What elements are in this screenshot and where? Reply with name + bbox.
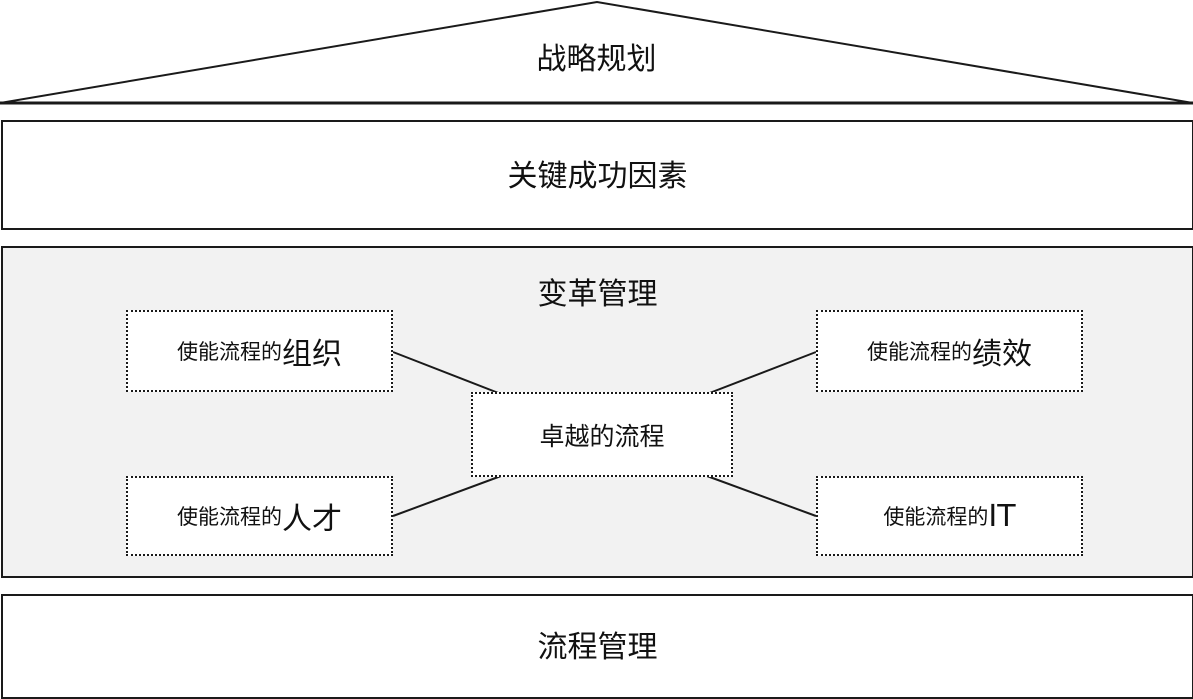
- excellent-process-node: 卓越的流程: [471, 392, 733, 477]
- process-management-label: 流程管理: [537, 630, 658, 665]
- critical-success-factors-label: 关键成功因素: [507, 159, 688, 194]
- connector-lines: [392, 351, 817, 517]
- connector-it: [706, 475, 817, 517]
- enabling-it-prefix: 使能流程的: [883, 505, 989, 529]
- enabling-performance-prefix: 使能流程的: [867, 340, 972, 364]
- critical-success-factors-band: 关键成功因素: [1, 120, 1193, 230]
- enabling-organization-node: 使能流程的组织: [126, 310, 393, 392]
- excellent-process-label: 卓越的流程: [539, 421, 665, 451]
- enabling-it-emphasis: IT: [988, 498, 1016, 534]
- enabling-performance-emphasis: 绩效: [972, 337, 1032, 372]
- enabling-organization-emphasis: 组织: [282, 337, 342, 372]
- strategic-planning-label: 战略规划: [536, 42, 657, 77]
- enabling-organization-prefix: 使能流程的: [177, 340, 282, 364]
- enabling-performance-node: 使能流程的绩效: [816, 310, 1083, 392]
- enabling-talent-prefix: 使能流程的: [177, 505, 282, 529]
- connector-org: [392, 351, 502, 395]
- process-management-band: 流程管理: [1, 594, 1193, 699]
- connector-talent: [392, 475, 502, 517]
- change-management-band: 变革管理 卓越的流程 使能流程的组织 使能流程的绩效 使能流程的人才 使能流程的…: [1, 246, 1193, 578]
- enabling-talent-emphasis: 人才: [282, 502, 342, 537]
- connector-perf: [706, 351, 817, 395]
- enabling-talent-node: 使能流程的人才: [126, 476, 393, 556]
- change-management-label: 变革管理: [537, 277, 658, 312]
- roof-triangle: [0, 0, 1193, 105]
